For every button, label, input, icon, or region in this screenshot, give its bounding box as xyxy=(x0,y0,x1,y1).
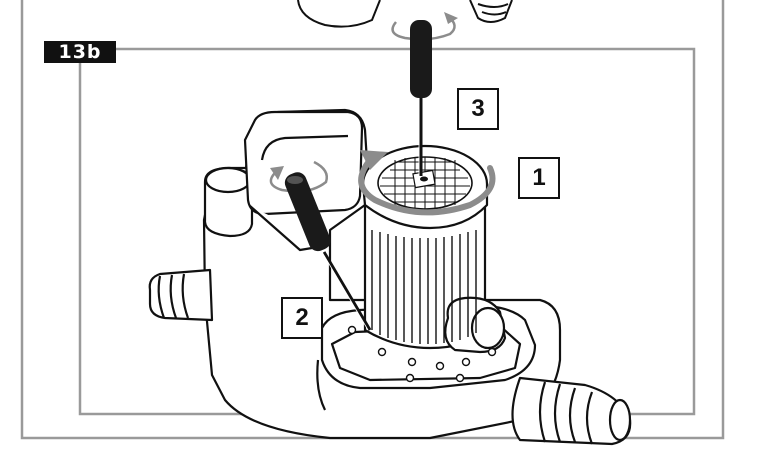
upper-pump-fragment xyxy=(297,0,513,28)
step-label-2: 2 xyxy=(281,297,323,339)
step-label-1: 1 xyxy=(518,157,560,199)
step-label-3: 3 xyxy=(457,88,499,130)
motor-grill xyxy=(377,156,473,210)
screwdriver-icon xyxy=(410,20,432,176)
screwdriver-icon xyxy=(284,172,372,331)
figure-tag: 13b xyxy=(44,41,116,63)
base-screws xyxy=(347,325,497,383)
motor-fins xyxy=(371,230,477,344)
rotation-arrow-icon xyxy=(358,150,496,216)
